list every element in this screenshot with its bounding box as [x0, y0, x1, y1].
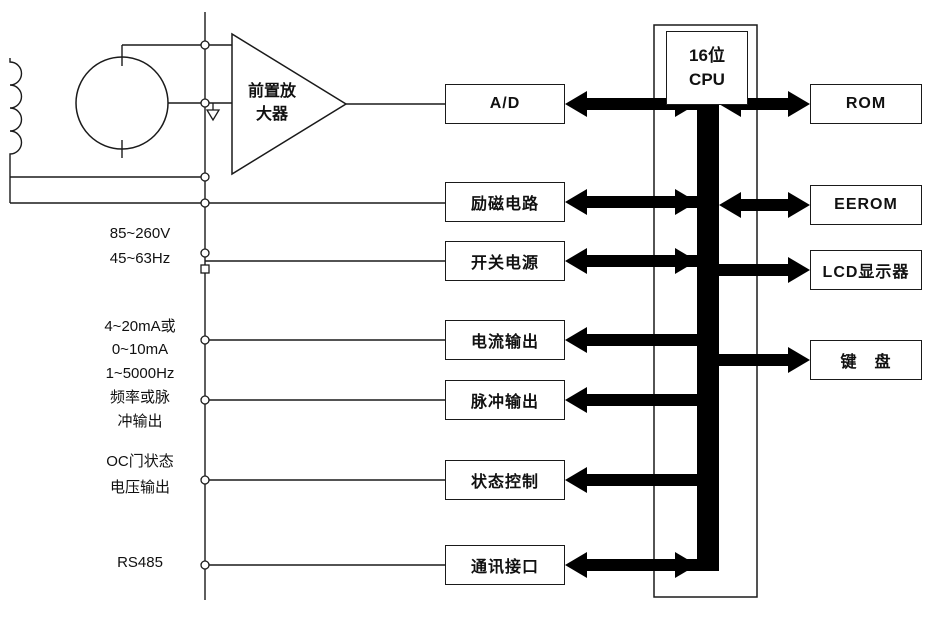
label-oc-status-2: 电压输出 — [109, 479, 170, 496]
terminal-node — [200, 560, 210, 570]
preamp-label: 前置放 大器 — [234, 80, 310, 126]
terminal-node — [200, 335, 210, 345]
cpu-label-line1: 16位 — [689, 46, 725, 65]
arrow-excitation-bus — [565, 189, 708, 215]
arrow-status-bus — [565, 467, 708, 493]
terminal-node — [200, 475, 210, 485]
arrow-power-bus — [565, 248, 708, 274]
wires — [9, 12, 445, 600]
block-ad: A/D — [445, 84, 565, 124]
terminal-node-square — [200, 264, 210, 274]
label-supply-freq: 45~63Hz — [109, 250, 171, 267]
block-pulse-output: 脉冲输出 — [445, 380, 565, 420]
arrow-bus-lcd — [708, 257, 810, 283]
flow-sensor-pipe — [75, 56, 169, 150]
preamp-label-line1: 前置放 — [247, 83, 296, 100]
block-current-output: 电流输出 — [445, 320, 565, 360]
block-rom: ROM — [810, 84, 922, 124]
block-comm-interface: 通讯接口 — [445, 545, 565, 585]
bus-arrows — [565, 91, 810, 578]
ground-symbol — [205, 103, 221, 122]
label-freq-output-1: 频率或脉 — [109, 389, 170, 406]
terminal-node — [200, 198, 210, 208]
label-freq-range: 1~5000Hz — [105, 365, 175, 382]
label-oc-status-1: OC门状态 — [106, 453, 174, 470]
label-supply-voltage: 85~260V — [109, 225, 171, 242]
cpu-box: 16位 CPU — [666, 31, 748, 105]
block-switch-power: 开关电源 — [445, 241, 565, 281]
label-current-range-1: 4~20mA或 — [104, 318, 176, 335]
label-freq-output-2: 冲输出 — [117, 413, 163, 430]
arrow-current-bus — [565, 327, 708, 353]
terminal-node — [200, 395, 210, 405]
preamp-label-line2: 大器 — [255, 106, 288, 123]
terminal-node — [200, 172, 210, 182]
terminal-node — [200, 98, 210, 108]
block-lcd-display: LCD显示器 — [810, 250, 922, 290]
cpu-label-line2: CPU — [689, 70, 725, 89]
terminal-nodes — [200, 40, 210, 570]
preamp-triangle — [231, 32, 348, 176]
block-excitation: 励磁电路 — [445, 182, 565, 222]
block-keyboard: 键 盘 — [810, 340, 922, 380]
block-eerom: EEROM — [810, 185, 922, 225]
terminal-node — [200, 248, 210, 258]
arrow-bus-keyboard — [708, 347, 810, 373]
excitation-coil — [9, 58, 23, 203]
block-status-control: 状态控制 — [445, 460, 565, 500]
arrow-comm-bus — [565, 552, 708, 578]
terminal-node — [200, 40, 210, 50]
arrow-bus-eerom — [719, 192, 810, 218]
label-current-range-2: 0~10mA — [111, 341, 169, 358]
label-rs485: RS485 — [117, 554, 163, 571]
arrow-pulse-bus — [565, 387, 708, 413]
